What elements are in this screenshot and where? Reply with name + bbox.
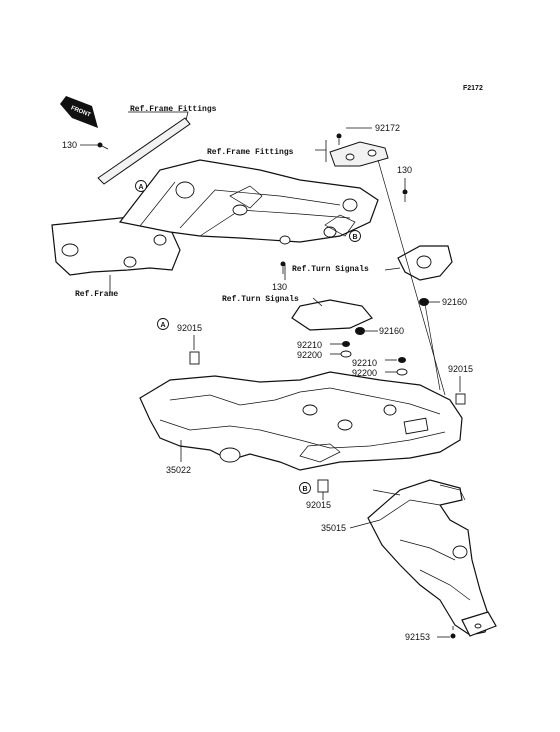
bolt-92153 — [450, 626, 456, 639]
svg-text:A: A — [161, 322, 166, 329]
turn-signal-upper — [397, 245, 453, 281]
front-arrow-icon: FRONT — [60, 96, 98, 128]
part-92172: 92172 — [375, 123, 400, 133]
callout-a-lower: A — [157, 318, 169, 330]
ref-turn-signals-upper: Ref.Turn Signals — [292, 265, 369, 274]
part-92210-left: 92210 — [297, 340, 322, 350]
part-92210-right: 92210 — [352, 358, 377, 368]
collar-92015-bottom — [317, 479, 329, 493]
part-92200-left: 92200 — [297, 350, 322, 360]
part-35022: 35022 — [166, 465, 191, 475]
ref-frame-fittings-top: Ref.Frame Fittings — [130, 105, 217, 114]
callout-b-lower: B — [299, 482, 311, 494]
washer-92200-right — [396, 368, 408, 376]
part-130-left: 130 — [62, 140, 77, 150]
collar-92015-left — [189, 351, 200, 365]
grommet-92210-right — [398, 357, 406, 363]
part-92015-left: 92015 — [177, 323, 202, 333]
callout-b-upper: B — [349, 230, 361, 242]
diagram-code: F2172 — [463, 85, 483, 92]
bolt-130-left — [97, 142, 109, 150]
svg-text:B: B — [303, 486, 308, 493]
bolt-130-right — [402, 189, 408, 202]
svg-text:A: A — [139, 184, 144, 191]
part-92153: 92153 — [405, 632, 430, 642]
part-92015-bottom: 92015 — [306, 500, 331, 510]
leader-lines — [80, 111, 461, 638]
rear-frame-drawing — [51, 159, 379, 276]
ref-frame-fittings-right: Ref.Frame Fittings — [207, 148, 294, 157]
part-92160-upper: 92160 — [442, 297, 467, 307]
rod-lower-right — [424, 303, 441, 391]
ref-turn-signals-lower: Ref.Turn Signals — [222, 295, 299, 304]
part-130-right: 130 — [397, 165, 412, 175]
callout-a-upper: A — [135, 180, 147, 192]
part-92160-lower: 92160 — [379, 326, 404, 336]
turn-signal-lower — [291, 299, 373, 331]
washer-92200-left — [340, 350, 352, 358]
bolt-130-lower — [280, 261, 286, 274]
part-35015: 35015 — [321, 523, 346, 533]
part-130-lower: 130 — [272, 282, 287, 292]
frame-fitting-bracket-right — [329, 141, 389, 167]
bolt-92172 — [336, 133, 342, 145]
undertray-drawing — [139, 371, 463, 471]
ref-frame: Ref.Frame — [75, 290, 118, 299]
svg-text:B: B — [353, 234, 358, 241]
part-92015-right: 92015 — [448, 364, 473, 374]
frame-fitting-bracket-left — [97, 117, 191, 185]
rear-fender-drawing — [367, 479, 497, 637]
collar-92015-right — [455, 393, 466, 405]
grommet-92160-upper — [419, 298, 429, 306]
part-92200-right: 92200 — [352, 368, 377, 378]
grommet-92160-lower — [355, 327, 365, 335]
grommet-92210-left — [342, 341, 350, 347]
